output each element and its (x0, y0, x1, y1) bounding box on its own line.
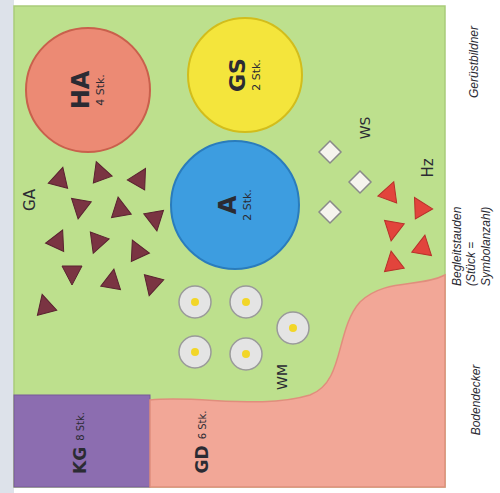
plant-symbol (381, 220, 404, 242)
symbol-code: WS (357, 117, 374, 140)
plant-symbol (378, 178, 403, 203)
ga-symbols (32, 158, 166, 315)
plant-count: 2 Stk. (243, 189, 255, 221)
bed-area (14, 6, 445, 487)
groundcover-area: KG 8 Stk. (14, 395, 150, 487)
plant-symbol (319, 141, 341, 163)
plant-count: 6 Stk. (197, 411, 208, 440)
plant-count: 8 Stk. (75, 412, 86, 441)
symbol-code: GA (21, 189, 39, 211)
hz-symbols (378, 178, 435, 271)
plant-count: 2 Stk. (252, 59, 264, 91)
text-block: A2 Stk. (215, 189, 254, 221)
plant-code: HA (68, 71, 94, 110)
plant-symbol (101, 267, 124, 289)
plant-code: GS (226, 58, 250, 92)
plant-symbol (84, 232, 109, 257)
symbol-code: WM (274, 364, 291, 390)
plant-symbol (46, 226, 72, 252)
plant-symbol (139, 275, 163, 299)
shrub-circle: GS2 Stk. (187, 17, 303, 133)
text-block: KG 8 Stk. (71, 412, 90, 474)
wm-symbols (179, 286, 309, 370)
plant-symbol (230, 286, 262, 318)
symbol-code: Hz (419, 158, 437, 177)
plant-symbol (179, 286, 211, 318)
plant-symbol (179, 336, 211, 368)
plant-symbol (349, 171, 371, 193)
plant-symbol (406, 192, 433, 218)
plant-symbol (68, 198, 91, 220)
plant-symbol (381, 249, 404, 271)
plant-symbol (87, 158, 112, 183)
plant-symbol (32, 292, 56, 316)
shrub-circle: HA4 Stk. (25, 27, 151, 153)
layer-heading: Begleitstauden (Stück = Symbolanzahl) (450, 190, 493, 286)
plant-symbol (412, 233, 435, 255)
plant-count: 4 Stk. (96, 74, 108, 106)
plant-symbol (319, 201, 341, 223)
plant-symbol (230, 338, 262, 370)
layer-heading: Bodendecker (469, 365, 483, 436)
ws-symbols (319, 141, 371, 223)
plant-symbol (277, 312, 309, 344)
shrub-circle: A2 Stk. (170, 140, 300, 270)
text-block: HA4 Stk. (68, 71, 107, 110)
text-block: GD 6 Stk. (193, 411, 212, 474)
plant-code: KG (71, 447, 90, 474)
plant-symbol (48, 165, 72, 189)
plant-symbol (123, 236, 149, 262)
plant-symbol (127, 163, 154, 189)
layer-heading: Gerüstbildner (467, 26, 481, 98)
plant-code: A (215, 196, 241, 215)
page-edge (0, 0, 14, 493)
plant-symbol (144, 210, 167, 232)
plant-symbol (108, 195, 131, 217)
plant-symbol (62, 266, 82, 285)
text-block: GS2 Stk. (226, 58, 263, 92)
node-shape (140, 260, 445, 487)
plant-code: GD (193, 445, 212, 473)
groundcover-area: GD 6 Stk. (140, 260, 445, 487)
